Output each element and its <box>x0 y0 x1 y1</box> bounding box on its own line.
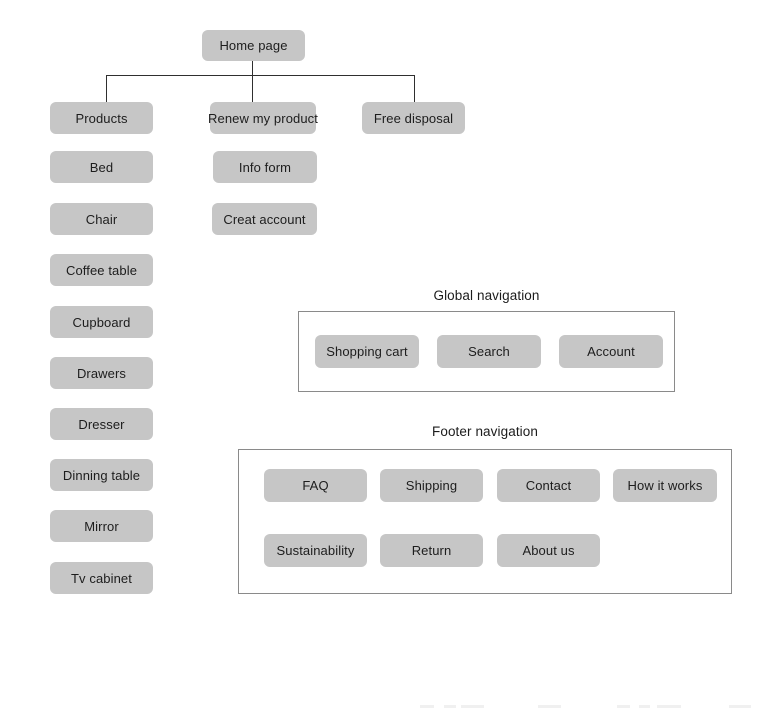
node-mirror[interactable]: Mirror <box>50 510 153 542</box>
footer-item-how-it-works[interactable]: How it works <box>613 469 717 502</box>
nav-item-search[interactable]: Search <box>437 335 541 368</box>
footer-item-faq[interactable]: FAQ <box>264 469 367 502</box>
footer-item-contact[interactable]: Contact <box>497 469 600 502</box>
cutoff-artifact <box>617 705 630 708</box>
global-navigation-title: Global navigation <box>433 288 540 303</box>
node-tv-cabinet[interactable]: Tv cabinet <box>50 562 153 594</box>
cutoff-artifact <box>639 705 650 708</box>
node-home-page[interactable]: Home page <box>202 30 305 61</box>
footer-item-shipping[interactable]: Shipping <box>380 469 483 502</box>
nav-item-account[interactable]: Account <box>559 335 663 368</box>
cutoff-artifact <box>420 705 434 708</box>
connector-products-vertical <box>106 75 107 102</box>
node-products[interactable]: Products <box>50 102 153 134</box>
cutoff-artifact <box>444 705 456 708</box>
footer-item-sustainability[interactable]: Sustainability <box>264 534 367 567</box>
node-bed[interactable]: Bed <box>50 151 153 183</box>
node-coffee-table[interactable]: Coffee table <box>50 254 153 286</box>
cutoff-artifact <box>657 705 681 708</box>
connector-horizontal <box>106 75 415 76</box>
footer-navigation-title: Footer navigation <box>431 424 538 439</box>
cutoff-artifact <box>729 705 751 708</box>
node-dinning-table[interactable]: Dinning table <box>50 459 153 491</box>
node-info-form[interactable]: Info form <box>213 151 317 183</box>
footer-item-about-us[interactable]: About us <box>497 534 600 567</box>
connector-free-disposal-vertical <box>414 75 415 102</box>
footer-item-return[interactable]: Return <box>380 534 483 567</box>
node-free-disposal[interactable]: Free disposal <box>362 102 465 134</box>
node-creat-account[interactable]: Creat account <box>212 203 317 235</box>
node-renew-my-product[interactable]: Renew my product <box>208 102 318 134</box>
node-dresser[interactable]: Dresser <box>50 408 153 440</box>
cutoff-artifact <box>461 705 484 708</box>
node-drawers[interactable]: Drawers <box>50 357 153 389</box>
cutoff-artifact <box>538 705 561 708</box>
nav-item-shopping-cart[interactable]: Shopping cart <box>315 335 419 368</box>
node-cupboard[interactable]: Cupboard <box>50 306 153 338</box>
connector-root-vertical <box>252 61 253 102</box>
node-chair[interactable]: Chair <box>50 203 153 235</box>
